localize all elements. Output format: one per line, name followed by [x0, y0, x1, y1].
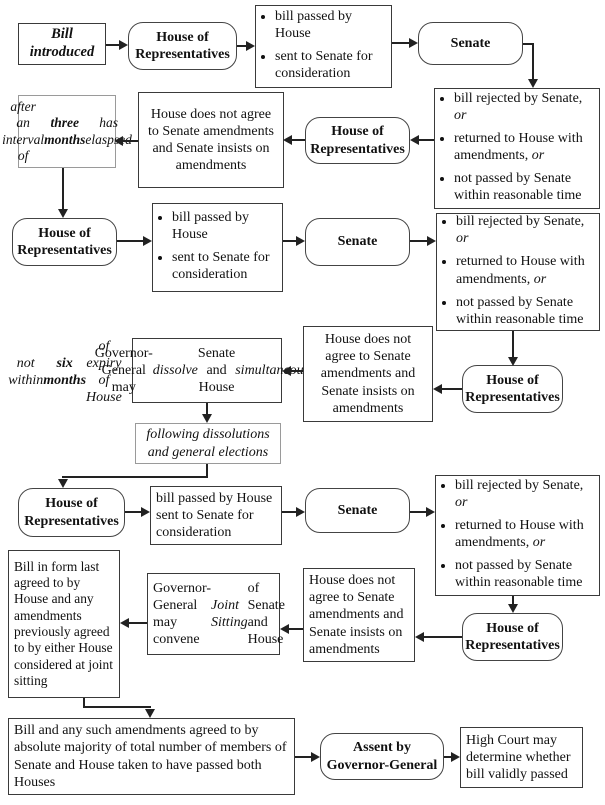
arrowhead-right — [426, 507, 435, 517]
connector-line — [292, 139, 305, 141]
house-of-reps-box-2: House of Representatives — [305, 117, 410, 164]
arrowhead-right — [141, 507, 150, 517]
arrowhead-left — [283, 135, 292, 145]
arrowhead-right — [143, 236, 152, 246]
arrowhead-right — [311, 752, 320, 762]
arrowhead-left — [410, 135, 419, 145]
bill-in-form-box: Bill in form last agreed to by House and… — [8, 550, 120, 698]
connector-line — [129, 622, 147, 624]
connector-line — [62, 476, 208, 478]
connector-line — [83, 698, 85, 708]
arrowhead-right — [296, 236, 305, 246]
arrowhead-left — [433, 384, 442, 394]
arrowhead-right — [409, 38, 418, 48]
bullet-item: bill rejected by Senate, or — [454, 90, 595, 124]
bullet-item: sent to Senate for consideration — [172, 249, 278, 283]
bullet-item: not passed by Senate within reasonable t… — [456, 294, 595, 328]
connector-line — [442, 388, 462, 390]
following-dissolutions-note: following dissolutions and general elect… — [135, 423, 281, 464]
house-disagrees-box-1: House does not agree to Senate amendment… — [138, 92, 284, 188]
connector-line — [83, 706, 151, 708]
arrowhead-left — [280, 624, 289, 634]
house-of-reps-box-5: House of Representatives — [18, 488, 125, 537]
bullet-item: returned to House with amendments, or — [455, 517, 595, 551]
connector-line — [62, 168, 64, 211]
after-interval-note: after an interval of three months has el… — [2, 95, 132, 168]
not-within-note: not within six months of expiry of House — [8, 338, 122, 406]
connector-line — [444, 756, 452, 758]
house-of-reps-box-4: House of Representatives — [462, 365, 563, 413]
bullet-item: bill rejected by Senate, or — [455, 477, 595, 511]
bill-passed-list-1: bill passed by House sent to Senate for … — [255, 5, 392, 88]
connector-line — [283, 240, 297, 242]
bill-introduced-box: Bill introduced — [18, 23, 106, 65]
bullet-item: bill rejected by Senate, or — [456, 213, 595, 247]
connector-line — [289, 628, 303, 630]
arrowhead-right — [119, 40, 128, 50]
bullet-item: sent to Senate for consideration — [275, 48, 387, 82]
senate-outcome-list-1: bill rejected by Senate, or returned to … — [434, 88, 600, 209]
arrowhead-left — [282, 366, 291, 376]
bullet-item: returned to House with amendments, or — [456, 253, 595, 287]
connector-line — [106, 44, 120, 46]
arrowhead-right — [427, 236, 436, 246]
high-court-box: High Court may determine whether bill va… — [460, 727, 583, 788]
house-disagrees-box-3: House does not agree to Senate amendment… — [303, 568, 415, 662]
senate-outcome-list-2: bill rejected by Senate, or returned to … — [436, 213, 600, 331]
arrowhead-down — [528, 79, 538, 88]
bullet-item: not passed by Senate within reasonable t… — [455, 557, 595, 591]
arrowhead-right — [246, 41, 255, 51]
connector-line — [237, 45, 248, 47]
connector-line — [117, 240, 144, 242]
senate-box-3: Senate — [305, 488, 410, 533]
bullet-item: returned to House with amendments, or — [454, 130, 595, 164]
arrowhead-down — [58, 479, 68, 488]
connector-line — [123, 140, 138, 142]
connector-line — [291, 370, 303, 372]
connector-line — [532, 43, 534, 81]
arrowhead-left — [120, 618, 129, 628]
connector-line — [523, 43, 534, 45]
house-disagrees-box-2: House does not agree to Senate amendment… — [303, 326, 433, 422]
arrowhead-left — [114, 136, 123, 146]
governor-general-dissolve-box: Governor-General may dissolve Senate and… — [95, 338, 319, 403]
governor-general-convene-box: Governor-General may convene Joint Sitti… — [147, 573, 285, 655]
connector-line — [410, 511, 427, 513]
arrowhead-down — [508, 604, 518, 613]
house-of-reps-box-6: House of Representatives — [462, 613, 563, 661]
connector-line — [410, 240, 428, 242]
senate-outcome-list-3: bill rejected by Senate, or returned to … — [435, 475, 600, 596]
arrowhead-down — [145, 709, 155, 718]
connector-line — [206, 403, 208, 416]
bill-passed-box: bill passed by House sent to Senate for … — [150, 486, 282, 545]
connector-line — [512, 596, 514, 606]
arrowhead-down — [58, 209, 68, 218]
senate-box-1: Senate — [418, 22, 523, 65]
arrowhead-down — [508, 357, 518, 366]
connector-line — [125, 511, 142, 513]
arrowhead-down — [202, 414, 212, 423]
connector-line — [282, 511, 297, 513]
senate-box-2: Senate — [305, 218, 410, 266]
bullet-item: bill passed by House — [275, 8, 387, 42]
bullet-item: bill passed by House — [172, 209, 278, 243]
arrowhead-left — [415, 632, 424, 642]
connector-line — [295, 756, 312, 758]
arrowhead-right — [296, 507, 305, 517]
house-of-reps-box-3: House of Representatives — [12, 218, 117, 266]
connector-line — [419, 139, 434, 141]
house-of-reps-box-1: House of Representatives — [128, 22, 237, 70]
absolute-majority-box: Bill and any such amendments agreed to b… — [8, 718, 295, 795]
connector-line — [512, 331, 514, 359]
bill-passed-list-2: bill passed by House sent to Senate for … — [152, 203, 283, 292]
arrowhead-right — [451, 752, 460, 762]
connector-line — [392, 42, 410, 44]
assent-box: Assent by Governor-General — [320, 733, 444, 780]
bullet-item: not passed by Senate within reasonable t… — [454, 170, 595, 204]
connector-line — [424, 636, 462, 638]
connector-line — [206, 464, 208, 478]
